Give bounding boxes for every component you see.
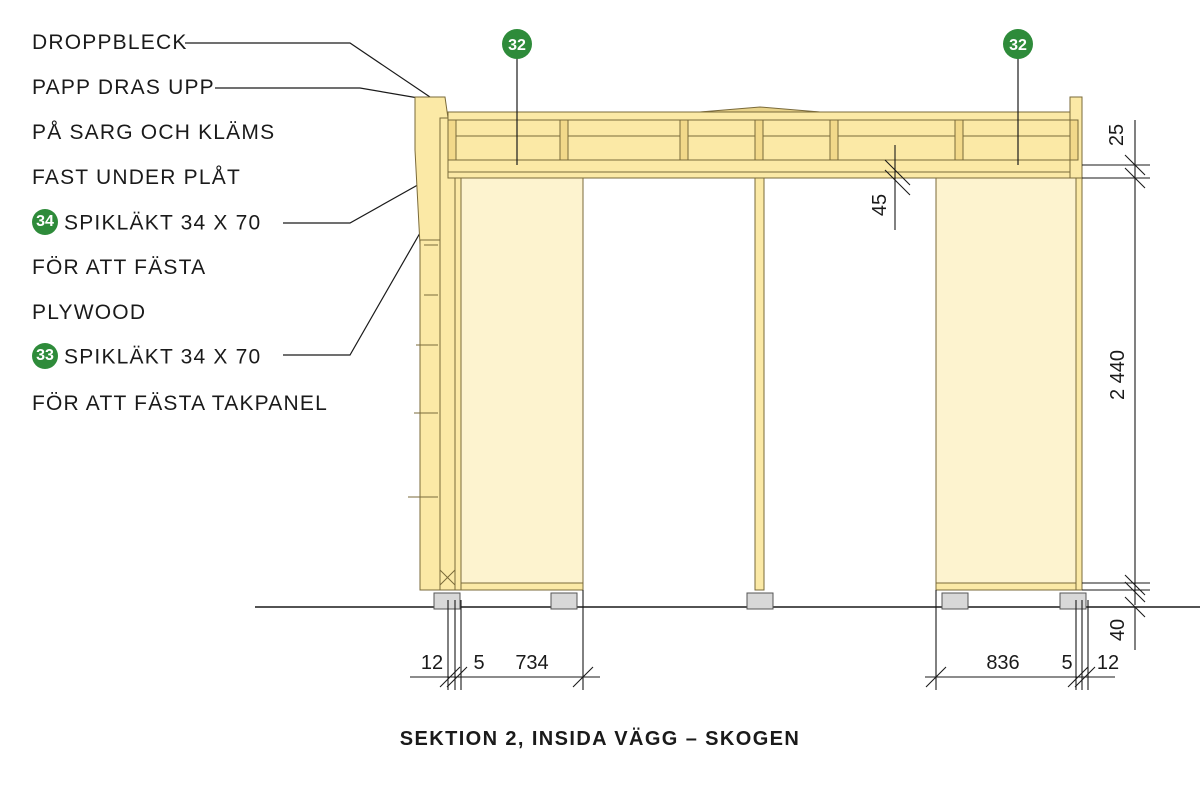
sill-right <box>935 582 1077 591</box>
left-wall-structure <box>408 96 462 591</box>
label-droppbleck: DROPPBLECK <box>32 31 188 54</box>
panel-right <box>935 177 1077 584</box>
dim-foot: 40 <box>1107 619 1129 641</box>
center-post <box>754 177 765 591</box>
leader-papp <box>215 87 431 101</box>
dim-bottom-right-b: 5 <box>1061 652 1072 674</box>
footing-2 <box>550 592 578 610</box>
roof-membrane <box>448 106 1075 113</box>
footing-4 <box>941 592 969 610</box>
footings <box>433 592 1087 610</box>
label-item34-line2: FÖR ATT FÄSTA <box>32 256 207 279</box>
diagram-title: SEKTION 2, INSIDA VÄGG – SKOGEN <box>399 728 801 750</box>
panel-left <box>460 177 584 584</box>
label-item34-line1: SPIKLÄKT 34 X 70 <box>64 211 262 235</box>
footing-5 <box>1059 592 1087 610</box>
dim-top-beam: 45 <box>869 194 891 216</box>
dim-bottom-left-c: 734 <box>515 652 548 674</box>
label-item33-line2: FÖR ATT FÄSTA TAKPANEL <box>32 392 328 415</box>
wall-cladding <box>419 239 441 591</box>
dim-right-top: 25 <box>1106 124 1128 146</box>
dimension-lines <box>410 120 1150 690</box>
footing-3 <box>746 592 774 610</box>
badge-33-icon: 33 <box>32 343 58 369</box>
label-papp-line3: FAST UNDER PLÅT <box>32 166 241 189</box>
marker-leaders <box>516 58 1019 165</box>
footing-1 <box>433 592 461 610</box>
label-papp-line1: PAPP DRAS UPP <box>32 76 215 99</box>
marker-32-left-text: 32 <box>508 37 526 54</box>
roof-structure <box>447 96 1083 179</box>
label-item33-line1: SPIKLÄKT 34 X 70 <box>64 345 262 369</box>
dim-bottom-right-a: 836 <box>986 652 1019 674</box>
dim-bottom-left-b: 5 <box>473 652 484 674</box>
wall-panels <box>460 177 1083 591</box>
label-papp-line2: PÅ SARG OCH KLÄMS <box>32 121 276 144</box>
dimension-texts: 25 45 2 440 40 12 5 734 836 5 12 <box>421 124 1129 674</box>
dim-height: 2 440 <box>1107 350 1129 400</box>
badge-34-icon: 34 <box>32 209 58 235</box>
dim-bottom-left-a: 12 <box>421 652 443 674</box>
sill-left <box>460 582 584 591</box>
marker-32-left: 32 <box>502 29 532 59</box>
leader-item34 <box>283 167 449 224</box>
right-post <box>1075 177 1083 591</box>
marker-32-right: 32 <box>1003 29 1033 59</box>
dim-bottom-right-c: 12 <box>1097 652 1119 674</box>
rafter-row <box>447 119 1079 161</box>
leader-lines <box>185 42 456 356</box>
marker-32-right-text: 32 <box>1009 37 1027 54</box>
label-item34-line3: PLYWOOD <box>32 301 147 324</box>
inner-batten <box>454 177 462 591</box>
leader-droppbleck <box>185 42 431 98</box>
corner-post <box>439 117 456 591</box>
